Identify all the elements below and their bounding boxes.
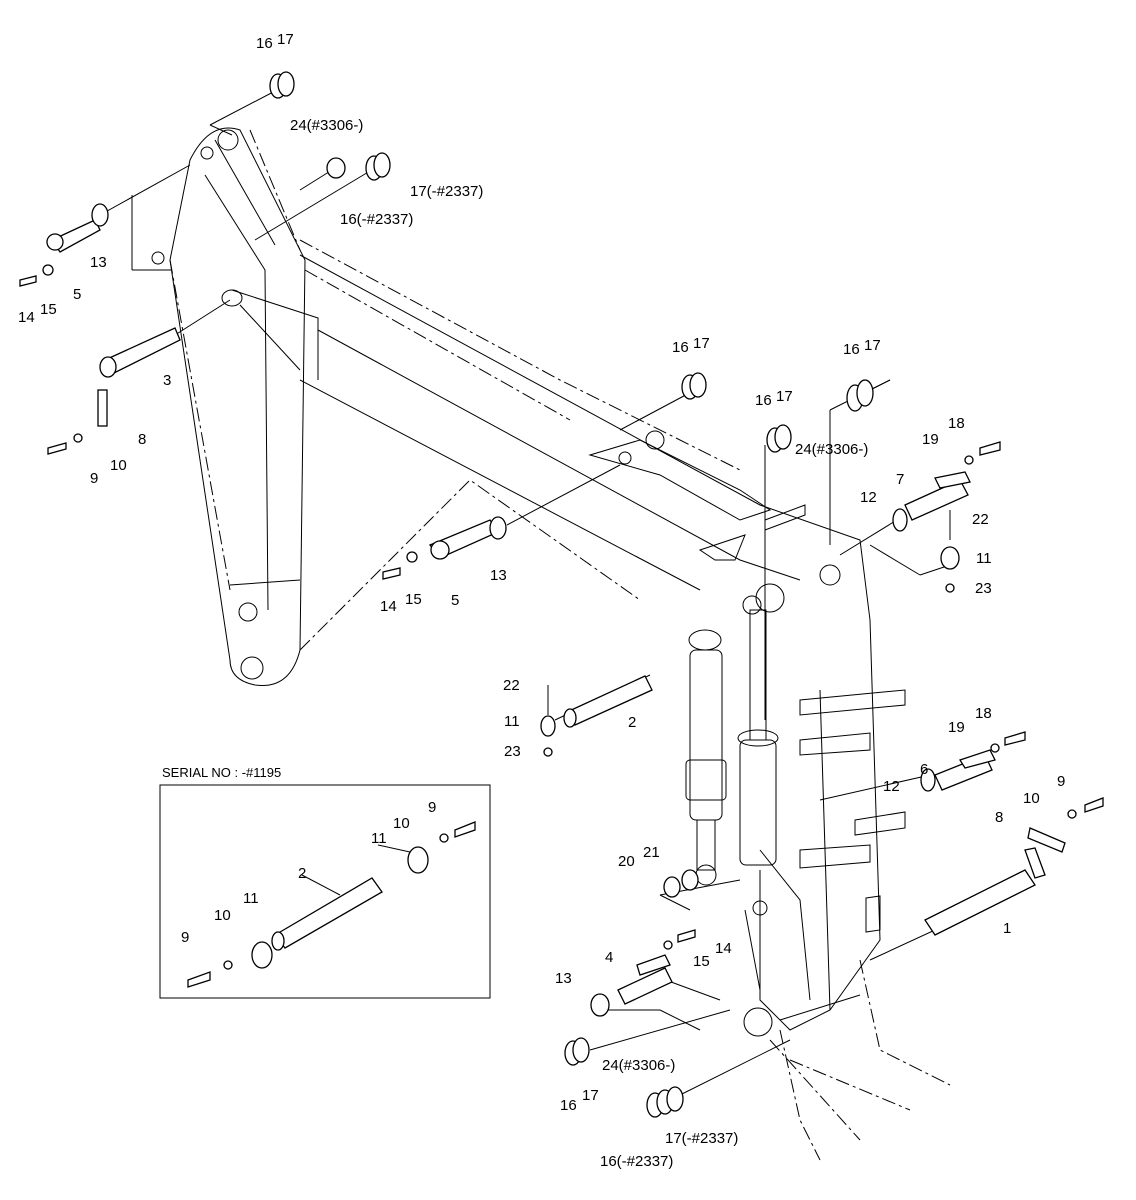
part-label-l51: 21 bbox=[643, 844, 660, 861]
part-label-l54: 13 bbox=[555, 970, 572, 987]
part-label-l26: 11 bbox=[976, 550, 992, 567]
part-label-l52: 1 bbox=[1003, 920, 1011, 937]
part-label-l59: 17 bbox=[582, 1087, 599, 1104]
part-label-l39: 2 bbox=[298, 865, 306, 882]
part-label-l09: 15 bbox=[40, 301, 57, 318]
part-label-l57: 24(#3306-) bbox=[602, 1057, 675, 1074]
part-label-l16: 16 bbox=[843, 341, 860, 358]
part-label-l17: 17 bbox=[864, 337, 881, 354]
part-label-l44: 19 bbox=[948, 719, 965, 736]
part-label-l53: 4 bbox=[605, 949, 613, 966]
part-label-l61: 16(-#2337) bbox=[600, 1153, 673, 1170]
part-label-l56: 15 bbox=[693, 953, 710, 970]
part-label-l29: 15 bbox=[405, 591, 422, 608]
part-label-l05: 16(-#2337) bbox=[340, 211, 413, 228]
part-label-l43: 18 bbox=[975, 705, 992, 722]
part-label-l50: 20 bbox=[618, 853, 635, 870]
part-label-l36: 9 bbox=[181, 929, 189, 946]
part-label-l19: 17 bbox=[776, 388, 793, 405]
part-label-l37: 10 bbox=[214, 907, 231, 924]
part-label-l45: 6 bbox=[920, 761, 928, 778]
boom-body bbox=[299, 254, 951, 1161]
parts bbox=[19, 71, 1104, 1118]
part-label-l38: 11 bbox=[243, 890, 259, 907]
part-label-l35: 2 bbox=[628, 714, 636, 731]
part-label-l60: 17(-#2337) bbox=[665, 1130, 738, 1147]
part-label-l40: 11 bbox=[371, 830, 387, 847]
leader-lines bbox=[99, 89, 1001, 1101]
part-label-l30: 5 bbox=[451, 592, 459, 609]
part-label-l34: 23 bbox=[504, 743, 521, 760]
part-label-l08: 14 bbox=[18, 309, 35, 326]
part-label-l23: 7 bbox=[896, 471, 904, 488]
part-label-l28: 14 bbox=[380, 598, 397, 615]
part-label-l15: 17 bbox=[693, 335, 710, 352]
part-label-l25: 22 bbox=[972, 511, 989, 528]
part-label-l07: 5 bbox=[73, 286, 81, 303]
part-label-l27: 23 bbox=[975, 580, 992, 597]
part-label-l20: 24(#3306-) bbox=[795, 441, 868, 458]
part-label-l48: 10 bbox=[1023, 790, 1040, 807]
part-label-l24: 12 bbox=[860, 489, 877, 506]
part-label-l01: 16 bbox=[256, 35, 273, 52]
inset-box bbox=[159, 784, 491, 999]
part-label-l49: 8 bbox=[995, 809, 1003, 826]
part-label-l46: 12 bbox=[883, 778, 900, 795]
part-label-l06: 13 bbox=[90, 254, 107, 271]
inset-caption: SERIAL NO : -#1195 bbox=[162, 765, 281, 780]
boom-cylinder bbox=[685, 609, 779, 886]
part-label-l42: 9 bbox=[428, 799, 436, 816]
part-label-l03: 24(#3306-) bbox=[290, 117, 363, 134]
part-label-l32: 22 bbox=[503, 677, 520, 694]
part-label-l12: 9 bbox=[90, 470, 98, 487]
part-label-l31: 13 bbox=[490, 567, 507, 584]
part-label-l41: 10 bbox=[393, 815, 410, 832]
part-label-l13: 10 bbox=[110, 457, 127, 474]
part-label-l04: 17(-#2337) bbox=[410, 183, 483, 200]
part-label-l55: 14 bbox=[715, 940, 732, 957]
part-label-l33: 11 bbox=[504, 713, 520, 730]
part-label-l11: 8 bbox=[138, 431, 146, 448]
part-label-l18: 16 bbox=[755, 392, 772, 409]
alignment-lines bbox=[169, 129, 741, 651]
part-label-l21: 18 bbox=[948, 415, 965, 432]
part-label-l10: 3 bbox=[163, 372, 171, 389]
part-label-l47: 9 bbox=[1057, 773, 1065, 790]
part-label-l58: 16 bbox=[560, 1097, 577, 1114]
arm-body bbox=[151, 127, 319, 687]
part-label-l02: 17 bbox=[277, 31, 294, 48]
part-label-l22: 19 bbox=[922, 431, 939, 448]
part-label-l14: 16 bbox=[672, 339, 689, 356]
